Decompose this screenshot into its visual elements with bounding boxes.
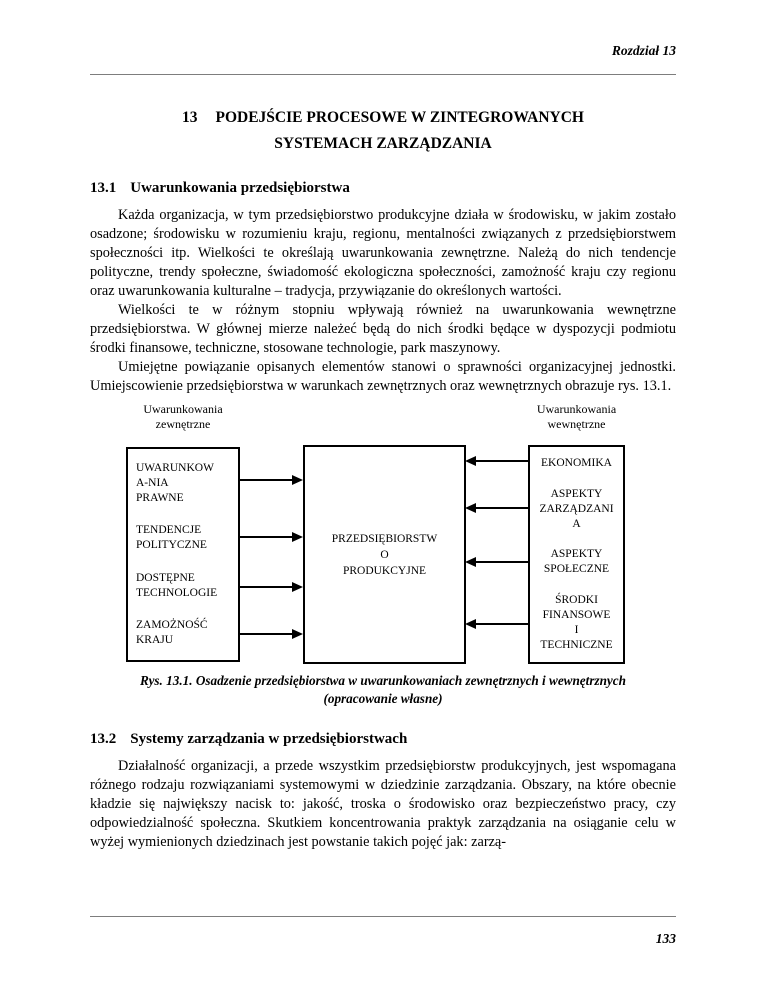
production-enterprise-box: PRZEDSIĘBIORSTW O PRODUKCYJNE	[303, 445, 466, 664]
label-internal-conditions: Uwarunkowania wewnętrzne	[536, 402, 617, 431]
arrow-left-icon	[465, 557, 528, 567]
arrow-right-icon	[240, 582, 303, 592]
arrow-right-icon	[240, 629, 303, 639]
external-factors-box: UWARUNKOW A-NIA PRAWNE TENDENCJE POLITYC…	[126, 447, 240, 662]
paragraph-3: Umiejętne powiązanie opisanych elementów…	[90, 359, 676, 394]
page-footer: 133	[90, 916, 676, 947]
box-item-country-wealth: ZAMOŻNOŚĆ KRAJU	[136, 618, 208, 646]
box-item-economics: EKONOMIKA	[541, 457, 612, 469]
section-number-13-2: 13.2	[90, 731, 117, 747]
caption-line1: Rys. 13.1. Osadzenie przedsiębiorstwa w …	[140, 673, 626, 688]
box-item-available-technologies: DOSTĘPNE TECHNOLOGIE	[136, 571, 218, 599]
chapter-title-line1: 13 PODEJŚCIE PROCESOWE W ZINTEGROWANYCH	[90, 105, 676, 131]
label-external-conditions: Uwarunkowania zewnętrzne	[143, 402, 223, 431]
section-number-13-1: 13.1	[90, 180, 117, 196]
page-number: 133	[655, 931, 676, 946]
box-item-political-tendencies: TENDENCJE POLITYCZNE	[136, 524, 207, 552]
arrow-left-icon	[465, 456, 528, 466]
section-title-13-2: Systemy zarządzania w przedsiębiorstwach	[130, 731, 408, 747]
box-item-social-aspects: ASPEKTY SPOŁECZNE	[543, 548, 610, 576]
box-item-financial-technical-means: ŚRODKI FINANSOWE I TECHNICZNE	[540, 593, 613, 651]
arrow-right-icon	[240, 475, 303, 485]
internal-factors-box: EKONOMIKA ASPEKTY ZARZĄDZANI A ASPEKTY S…	[528, 445, 625, 664]
running-header: Rozdział 13	[611, 43, 676, 58]
arrow-right-icon	[240, 532, 303, 542]
box-item-management-aspects: ASPEKTY ZARZĄDZANI A	[539, 487, 614, 530]
header-rule	[90, 74, 676, 75]
paragraph-1: Każda organizacja, w tym przedsiębiorstw…	[90, 207, 676, 299]
chapter-title-line2: SYSTEMACH ZARZĄDZANIA	[274, 135, 492, 152]
paragraph-4: Działalność organizacji, a przede wszyst…	[90, 758, 676, 850]
section-title-13-1: Uwarunkowania przedsiębiorstwa	[130, 180, 350, 196]
chapter-number: 13	[182, 109, 198, 126]
section-heading-13-1: 13.1 Uwarunkowania przedsiębiorstwa	[90, 179, 676, 198]
arrow-left-icon	[465, 619, 528, 629]
footer-rule	[90, 916, 676, 917]
caption-line2: (opracowanie własne)	[323, 691, 443, 706]
figure-13-1-diagram: Uwarunkowania zewnętrzne Uwarunkowania w…	[90, 402, 676, 664]
box-item-legal-conditions: UWARUNKOW A-NIA PRAWNE	[136, 462, 214, 504]
chapter-title: 13 PODEJŚCIE PROCESOWE W ZINTEGROWANYCH S…	[90, 105, 676, 157]
paragraph-2: Wielkości te w różnym stopniu wpływają r…	[90, 302, 676, 356]
chapter-title-text1: PODEJŚCIE PROCESOWE W ZINTEGROWANYCH	[215, 109, 584, 126]
figure-caption: Rys. 13.1. Osadzenie przedsiębiorstwa w …	[90, 672, 676, 708]
section-heading-13-2: 13.2 Systemy zarządzania w przedsiębiorst…	[90, 730, 676, 749]
arrow-left-icon	[465, 503, 528, 513]
